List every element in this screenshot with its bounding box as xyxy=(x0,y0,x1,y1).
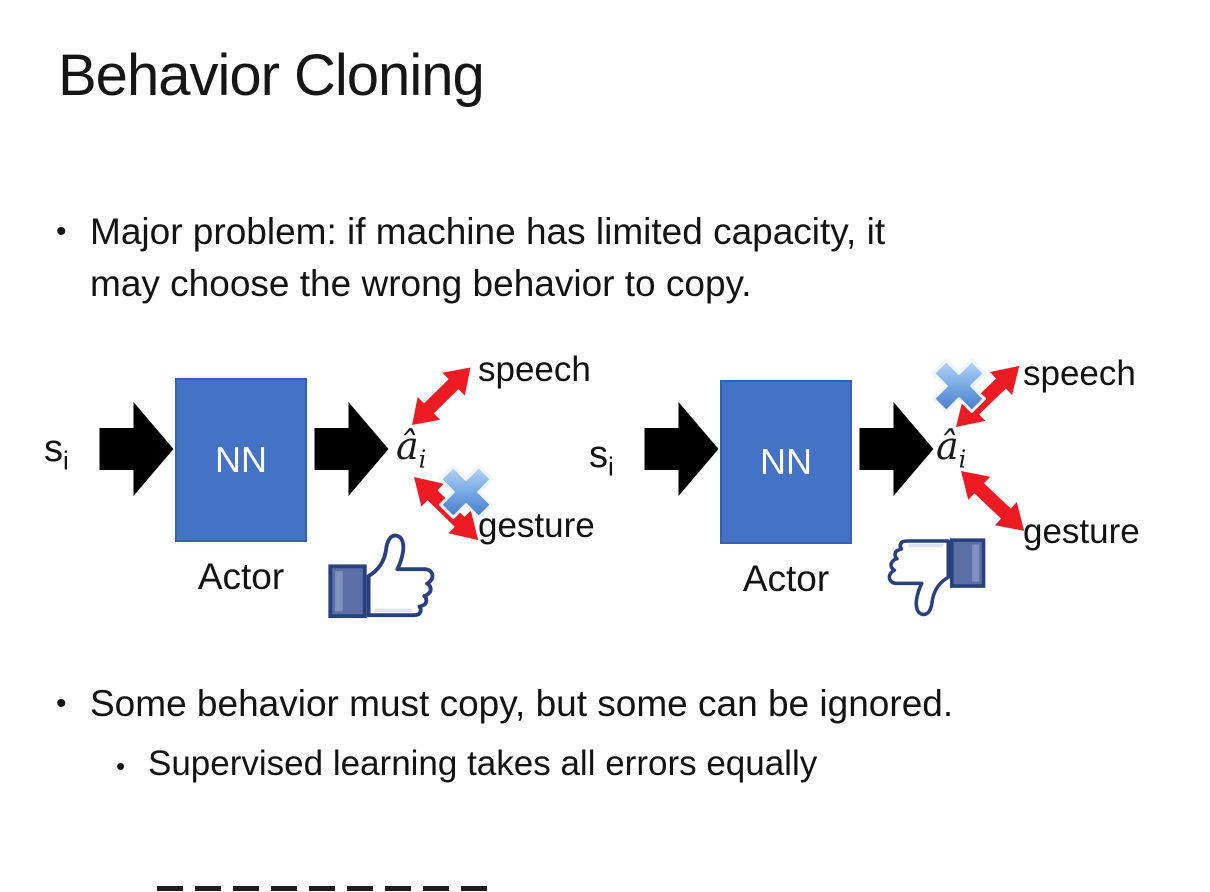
speech-label: speech xyxy=(478,350,591,389)
speech-label: speech xyxy=(1023,354,1136,393)
bullet-1-line-2: may choose the wrong behavior to copy. xyxy=(90,263,752,304)
bullet-marker: • xyxy=(56,687,67,720)
input-arrow-icon xyxy=(99,402,174,496)
actor-label: Actor xyxy=(742,558,830,599)
state-input-label: si xyxy=(44,428,69,476)
gesture-label: gesture xyxy=(1023,512,1140,551)
nn-label: NN xyxy=(215,439,267,480)
thumbs-up-icon xyxy=(328,533,435,619)
bottom-cropped-text-fragment xyxy=(157,886,489,891)
input-arrow-icon xyxy=(644,402,719,496)
action-output-label: âi xyxy=(936,424,967,474)
action-output-label: âi xyxy=(396,424,427,474)
page-title: Behavior Cloning xyxy=(58,43,485,108)
nn-box: NN xyxy=(175,378,307,542)
bullet-2: Some behavior must copy, but some can be… xyxy=(90,683,954,724)
sub-bullet-1: Supervised learning takes all errors equ… xyxy=(148,744,818,783)
bullet-1-line-1: Major problem: if machine has limited ca… xyxy=(90,211,886,252)
actor-label: Actor xyxy=(197,556,285,597)
bullet-marker: • xyxy=(56,215,67,248)
nn-label: NN xyxy=(760,441,812,482)
sub-bullet-marker: • xyxy=(116,751,126,781)
gesture-label: gesture xyxy=(478,506,595,545)
nn-box: NN xyxy=(720,380,852,544)
state-input-label: si xyxy=(589,434,614,482)
output-arrow-icon xyxy=(314,402,389,496)
cross-out-speech-icon xyxy=(929,356,989,416)
thumbs-down-icon xyxy=(887,538,986,617)
output-arrow-icon xyxy=(859,402,934,496)
